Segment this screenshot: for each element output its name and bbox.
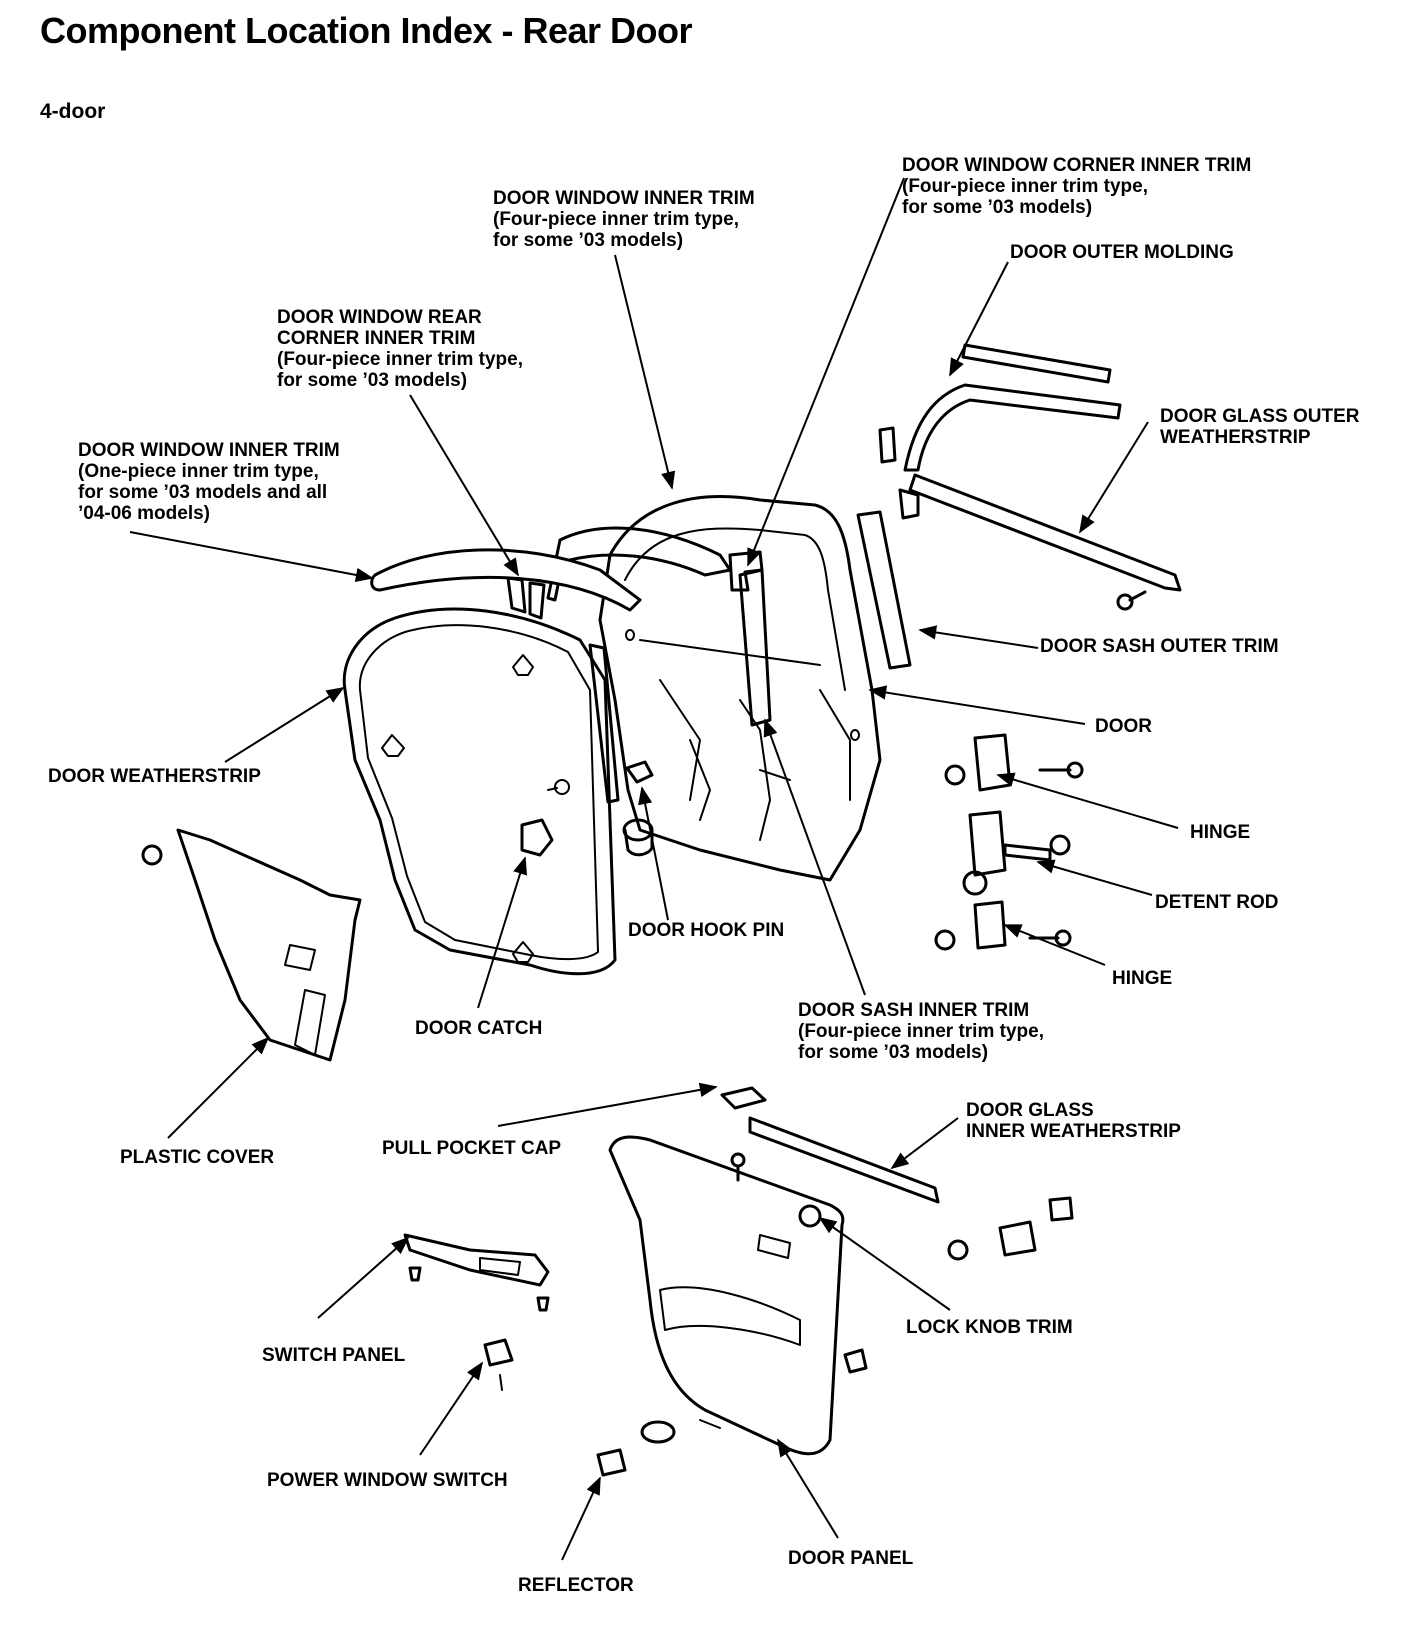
- door-catch: [381, 654, 570, 963]
- screw-icon: [1116, 590, 1147, 611]
- pull-pocket-cap-part: [720, 1086, 767, 1110]
- label-plastic-cover: PLASTIC COVER: [120, 1147, 275, 1168]
- label-door-window-rear-corner-inner-trim: DOOR WINDOW REAR CORNER INNER TRIM (Four…: [277, 307, 523, 391]
- reflector-part: [596, 1420, 676, 1477]
- label-door-sash-outer-trim: DOOR SASH OUTER TRIM: [1040, 636, 1279, 657]
- switch-panel-part: [403, 1233, 550, 1312]
- label-door-glass-outer-weatherstrip: DOOR GLASS OUTER WEATHERSTRIP: [1160, 406, 1360, 448]
- label-door-panel: DOOR PANEL: [788, 1548, 914, 1569]
- label-door-window-inner-trim-four-piece: DOOR WINDOW INNER TRIM (Four-piece inner…: [493, 188, 755, 251]
- door-window-inner-trim-four-piece: [546, 526, 732, 602]
- label-door-hook-pin: DOOR HOOK PIN: [628, 920, 785, 941]
- page-title: Component Location Index - Rear Door: [40, 10, 693, 51]
- lower-hinge: [934, 900, 1072, 951]
- door-outer-molding: [878, 343, 1122, 472]
- corner-clip: [898, 488, 920, 520]
- window-regulator-bracket: [947, 1196, 1074, 1261]
- door-panel-part: [608, 1135, 868, 1456]
- label-lock-knob-trim: LOCK KNOB TRIM: [906, 1317, 1073, 1338]
- label-switch-panel: SWITCH PANEL: [262, 1345, 406, 1366]
- label-power-window-switch: POWER WINDOW SWITCH: [267, 1470, 508, 1491]
- door-glass-outer-weatherstrip: [908, 473, 1182, 592]
- plastic-cover-part: [141, 828, 362, 1062]
- label-door-sash-inner-trim: DOOR SASH INNER TRIM (Four-piece inner t…: [798, 1000, 1044, 1063]
- label-door: DOOR: [1095, 716, 1152, 737]
- door-hook-pin: [622, 760, 654, 857]
- label-door-outer-molding: DOOR OUTER MOLDING: [1010, 242, 1234, 263]
- door-sash-inner-trim: [738, 568, 772, 727]
- label-detent-rod: DETENT ROD: [1155, 892, 1279, 913]
- label-door-window-inner-trim-one-piece: DOOR WINDOW INNER TRIM (One-piece inner …: [78, 440, 340, 524]
- label-hinge-lower: HINGE: [1112, 968, 1173, 989]
- upper-hinge: [944, 733, 1084, 792]
- label-door-window-corner-inner-trim: DOOR WINDOW CORNER INNER TRIM (Four-piec…: [902, 155, 1252, 218]
- door-weatherstrip: [342, 607, 620, 976]
- page-subtitle: 4-door: [40, 100, 106, 123]
- label-reflector: REFLECTOR: [518, 1575, 634, 1596]
- leader-lines: [129, 177, 1179, 1561]
- label-door-glass-inner-weatherstrip: DOOR GLASS INNER WEATHERSTRIP: [966, 1100, 1181, 1142]
- door-window-inner-trim-one-piece: [370, 548, 642, 612]
- door-sash-outer-trim: [856, 510, 912, 670]
- detent-rod-part: [962, 810, 1071, 896]
- label-pull-pocket-cap: PULL POCKET CAP: [382, 1138, 562, 1159]
- label-hinge-upper: HINGE: [1190, 822, 1251, 843]
- door-part: [598, 495, 882, 882]
- label-door-weatherstrip: DOOR WEATHERSTRIP: [48, 766, 261, 787]
- label-door-catch: DOOR CATCH: [415, 1018, 543, 1039]
- door-window-rear-corner-inner-trim: [506, 576, 546, 620]
- door-glass-inner-weatherstrip: [748, 1116, 940, 1204]
- power-window-switch-part: [483, 1338, 514, 1391]
